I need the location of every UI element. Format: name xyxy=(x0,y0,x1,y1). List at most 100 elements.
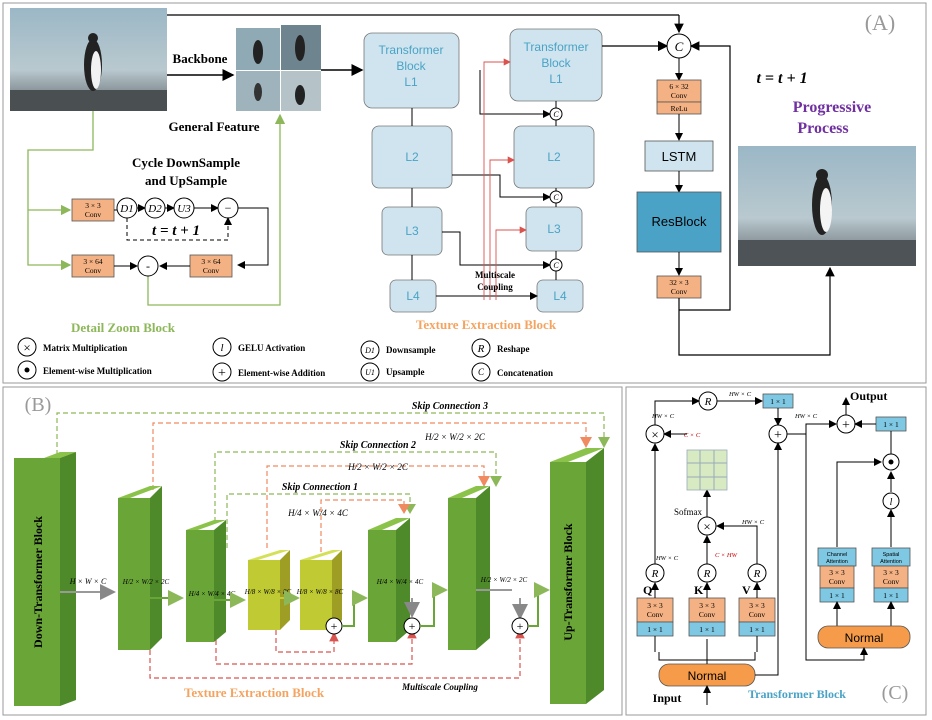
panel-a-tag: (A) xyxy=(865,10,896,35)
svg-text:+: + xyxy=(842,418,850,433)
svg-text:3 × 3: 3 × 3 xyxy=(883,568,899,577)
hwc-label-r: HW × C xyxy=(728,391,752,398)
svg-text:L3: L3 xyxy=(405,224,419,238)
svg-text:3 × 3: 3 × 3 xyxy=(85,201,101,210)
svg-text:Conv: Conv xyxy=(203,266,220,275)
svg-text:L4: L4 xyxy=(553,289,567,303)
svg-text:K: K xyxy=(694,583,704,597)
legend-reshape: Reshape xyxy=(497,344,530,354)
svg-text:+: + xyxy=(409,619,416,633)
svg-text:C: C xyxy=(553,110,559,119)
svg-text:Transformer: Transformer xyxy=(524,40,589,54)
svg-text:L2: L2 xyxy=(405,150,419,164)
svg-text:LSTM: LSTM xyxy=(662,149,697,164)
svg-text:D2: D2 xyxy=(147,203,162,215)
svg-text:L4: L4 xyxy=(406,289,420,303)
svg-text:Conv: Conv xyxy=(671,91,688,100)
svg-text:Attention: Attention xyxy=(880,559,902,565)
feature-tiles xyxy=(236,25,321,111)
skip-connection-1: Skip Connection 1 xyxy=(282,482,358,493)
svg-text:+: + xyxy=(517,619,524,633)
dim-decoder-1: H/4 × W/4 × 4C xyxy=(376,578,424,586)
attention-matrix-grid xyxy=(686,449,728,491)
panel-c-tag: (C) xyxy=(882,682,909,704)
reshape-nodes-c: R R R R xyxy=(645,391,767,583)
svg-text:Normal: Normal xyxy=(845,631,884,645)
svg-text:C: C xyxy=(553,261,559,270)
svg-text:R: R xyxy=(477,343,485,355)
block-l4-right: L4 xyxy=(536,279,584,313)
svg-text:Conv: Conv xyxy=(85,266,102,275)
svg-text:l: l xyxy=(890,497,893,508)
legend-upsample: Upsample xyxy=(386,367,425,377)
legend-matrix: Matrix Multiplication xyxy=(43,343,127,353)
one-by-one-top-left: 1 × 1 xyxy=(762,393,794,409)
general-feature-label: General Feature xyxy=(168,119,259,134)
svg-text:R: R xyxy=(703,568,711,580)
subtract-node xyxy=(137,255,159,277)
input-penguin-image xyxy=(10,8,167,111)
skip-connection-2: Skip Connection 2 xyxy=(340,440,416,451)
transformer-block-label: Transformer Block xyxy=(748,687,846,701)
legend-concat: Concatenation xyxy=(497,368,553,378)
svg-text:Conv: Conv xyxy=(829,577,846,586)
dim-label-skip1: H/4 × W/4 × 4C xyxy=(287,508,349,518)
svg-text:U3: U3 xyxy=(177,203,191,215)
svg-text:L1: L1 xyxy=(404,75,418,89)
resblock: ResBlock xyxy=(636,191,722,253)
panel-a-frame xyxy=(2,2,927,384)
svg-text:1 × 1: 1 × 1 xyxy=(883,420,899,429)
dim-block1: H/2 × W/2 × 2C xyxy=(122,578,170,586)
dim-label-skip3: H/2 × W/2 × 2C xyxy=(424,432,486,442)
svg-text:Conv: Conv xyxy=(671,287,688,296)
svg-text:3 × 3: 3 × 3 xyxy=(699,601,715,610)
dim-bottleneck-2: H/8 × W/8 × 8C xyxy=(296,588,344,596)
conv-32x3: 32 × 3 Conv xyxy=(656,275,702,299)
svg-text:×: × xyxy=(703,519,710,534)
encoder-block-1 xyxy=(118,486,162,650)
svg-text:Block: Block xyxy=(541,56,571,70)
svg-text:Transformer: Transformer xyxy=(379,43,444,57)
svg-text:1 × 1: 1 × 1 xyxy=(699,625,715,634)
svg-text:+: + xyxy=(331,619,338,633)
conv-6x32-relu: 6 × 32 Conv ReLu xyxy=(656,79,702,115)
svg-text:C: C xyxy=(553,193,559,202)
svg-text:Conv: Conv xyxy=(749,610,766,619)
skip-connection-3: Skip Connection 3 xyxy=(412,401,488,412)
svg-text:Normal: Normal xyxy=(688,669,727,683)
spatial-attention-branch: Spatial Attention 3 × 3 Conv 1 × 1 xyxy=(871,547,911,603)
texture-label-a: Texture Extraction Block xyxy=(416,317,557,332)
legend-elementwise-add: Element-wise Addition xyxy=(238,368,325,378)
backbone-label: Backbone xyxy=(173,51,228,66)
hwc-label-out: HW × C xyxy=(794,413,818,420)
svg-text:-: - xyxy=(146,259,150,273)
bottleneck-block-2 xyxy=(300,550,342,630)
legend: × Matrix Multiplication Element-wise Mul… xyxy=(17,337,553,382)
multiscale-label-b: Multiscale Coupling xyxy=(401,682,478,692)
transformer-block-l1-left: Transformer Block L1 xyxy=(363,32,460,109)
block-l3-left: L3 xyxy=(381,206,443,256)
svg-text:Q: Q xyxy=(643,583,652,597)
svg-text:L1: L1 xyxy=(549,72,563,86)
svg-text:−: − xyxy=(225,201,232,215)
qkv-branches: 3 × 3 Conv 1 × 1 3 × 3 Conv 1 × 1 3 × 3 … xyxy=(636,583,776,637)
svg-text:1 × 1: 1 × 1 xyxy=(647,625,663,634)
output-label: Output xyxy=(850,389,887,403)
svg-text:Conv: Conv xyxy=(699,610,716,619)
svg-text:+: + xyxy=(218,366,226,381)
conv-3x3-box: 3 × 3 Conv xyxy=(71,198,115,222)
normal-right: Normal xyxy=(817,625,911,649)
svg-text:L2: L2 xyxy=(547,150,561,164)
cc-label: C × C xyxy=(684,432,701,439)
hwc-label-top: HW × C xyxy=(651,413,675,420)
lstm-block: LSTM xyxy=(644,140,714,172)
svg-text:ReLu: ReLu xyxy=(671,104,688,113)
cycle-sampling-nodes: D1 D2 U3 − xyxy=(116,197,239,219)
svg-text:6 × 32: 6 × 32 xyxy=(669,82,688,91)
svg-text:1 × 1: 1 × 1 xyxy=(829,591,845,600)
svg-text:Channel: Channel xyxy=(827,552,848,558)
encoder-block-2 xyxy=(186,520,226,642)
svg-text:Down-Transformer Block: Down-Transformer Block xyxy=(31,516,45,648)
down-transformer-block: Down-Transformer Block xyxy=(14,452,76,706)
